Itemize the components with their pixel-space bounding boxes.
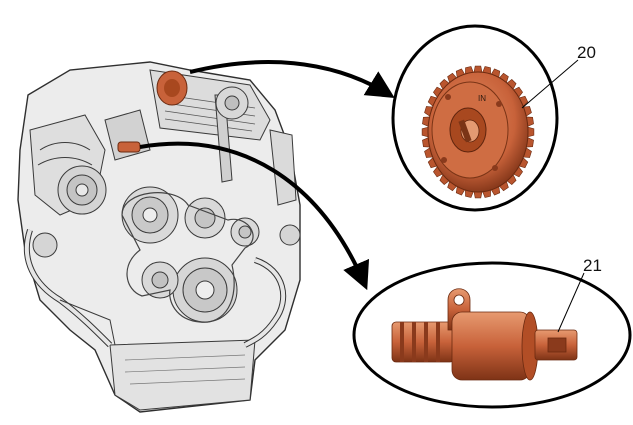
accessory-pulleys xyxy=(121,186,260,323)
sprocket-tooth xyxy=(473,191,483,199)
oil-pan xyxy=(109,339,256,411)
cam-phaser-part: IN xyxy=(421,65,535,199)
engine-oil-valve-highlight xyxy=(117,141,141,153)
arrow-to-cam-phaser xyxy=(189,60,395,98)
arrow-to-oil-valve xyxy=(139,141,370,291)
engine-illustration xyxy=(17,61,301,413)
leader-line-21 xyxy=(557,272,585,333)
cam-phaser-marking: IN xyxy=(478,94,486,103)
sprocket-tooth xyxy=(421,126,429,138)
sprocket-tooth xyxy=(473,65,483,73)
callout-number-21: 21 xyxy=(583,256,602,275)
engine-cam-phaser-highlight xyxy=(156,70,188,106)
drive-belt xyxy=(121,192,254,323)
sprocket-tooth xyxy=(527,126,535,138)
leader-line-20 xyxy=(521,59,579,109)
callout-number-20: 20 xyxy=(577,43,596,62)
oil-control-valve-part xyxy=(391,288,578,381)
